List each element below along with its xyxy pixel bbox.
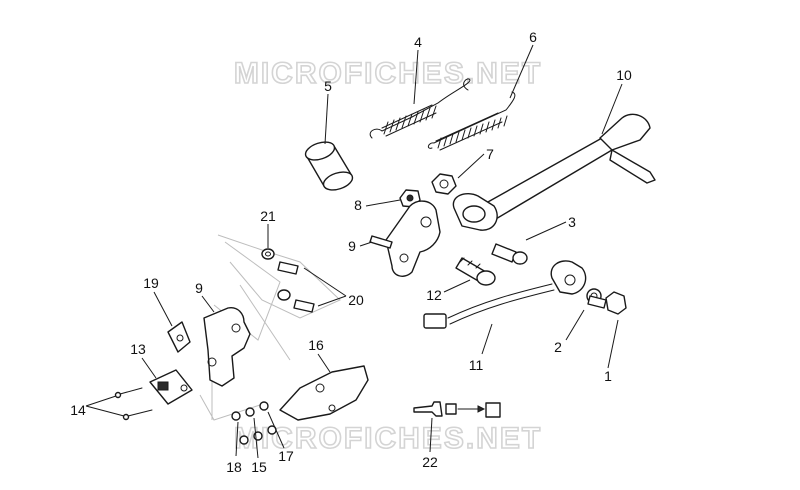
callout-4: 4 [414,34,422,50]
callout-16: 16 [308,337,324,353]
part-4-spring[interactable] [369,78,471,139]
callout-22: 22 [422,454,438,470]
part-7-nut[interactable] [431,173,457,195]
callout-2: 2 [554,339,562,355]
part-10-side-stand[interactable] [452,113,656,231]
part-6-spring[interactable] [427,91,516,151]
part-13-switch[interactable] [149,369,193,405]
part-20-bolts[interactable] [277,261,315,313]
callout-21: 21 [260,208,276,224]
part-14-screws[interactable] [114,387,153,421]
callout-19: 19 [143,275,159,291]
callout-6: 6 [529,29,537,45]
part-22-connector[interactable] [413,401,501,418]
part-1-screw[interactable] [587,291,627,315]
part-21-washer[interactable] [261,248,275,260]
callout-17: 17 [278,448,294,464]
callout-14: 14 [70,402,86,418]
callout-1: 1 [604,368,612,384]
part-9-bracket-right[interactable] [369,200,441,277]
watermark-bottom: MICROFICHES.NET [234,422,542,455]
part-18-nut[interactable] [231,411,249,445]
watermark-top: MICROFICHES.NET [234,57,542,90]
part-3-pin[interactable] [491,243,528,265]
spring-4-coils [381,104,437,137]
callout-9-left: 9 [195,280,203,296]
callout-8: 8 [354,197,362,213]
part-16-cover[interactable] [279,365,369,421]
callout-20: 20 [348,292,364,308]
part-5-bushing[interactable] [303,139,354,193]
callout-10: 10 [616,67,632,83]
callout-3: 3 [568,214,576,230]
callout-7: 7 [486,146,494,162]
callout-18: 18 [226,459,242,475]
part-11-stand-switch[interactable] [423,260,587,329]
leader-lines [85,44,623,459]
part-19-clip[interactable] [167,321,191,353]
callout-12: 12 [426,287,442,303]
callout-9-right: 9 [348,238,356,254]
callout-labels: 4 6 5 10 7 8 9 3 12 11 2 1 21 20 19 9 13… [70,29,632,475]
callout-13: 13 [130,341,146,357]
callout-11: 11 [469,357,484,373]
part-12-bolt[interactable] [455,257,496,286]
callout-5: 5 [324,78,332,94]
callout-15: 15 [251,459,267,475]
part-17-nut[interactable] [259,401,277,435]
part-9-bracket-left[interactable] [203,307,251,387]
